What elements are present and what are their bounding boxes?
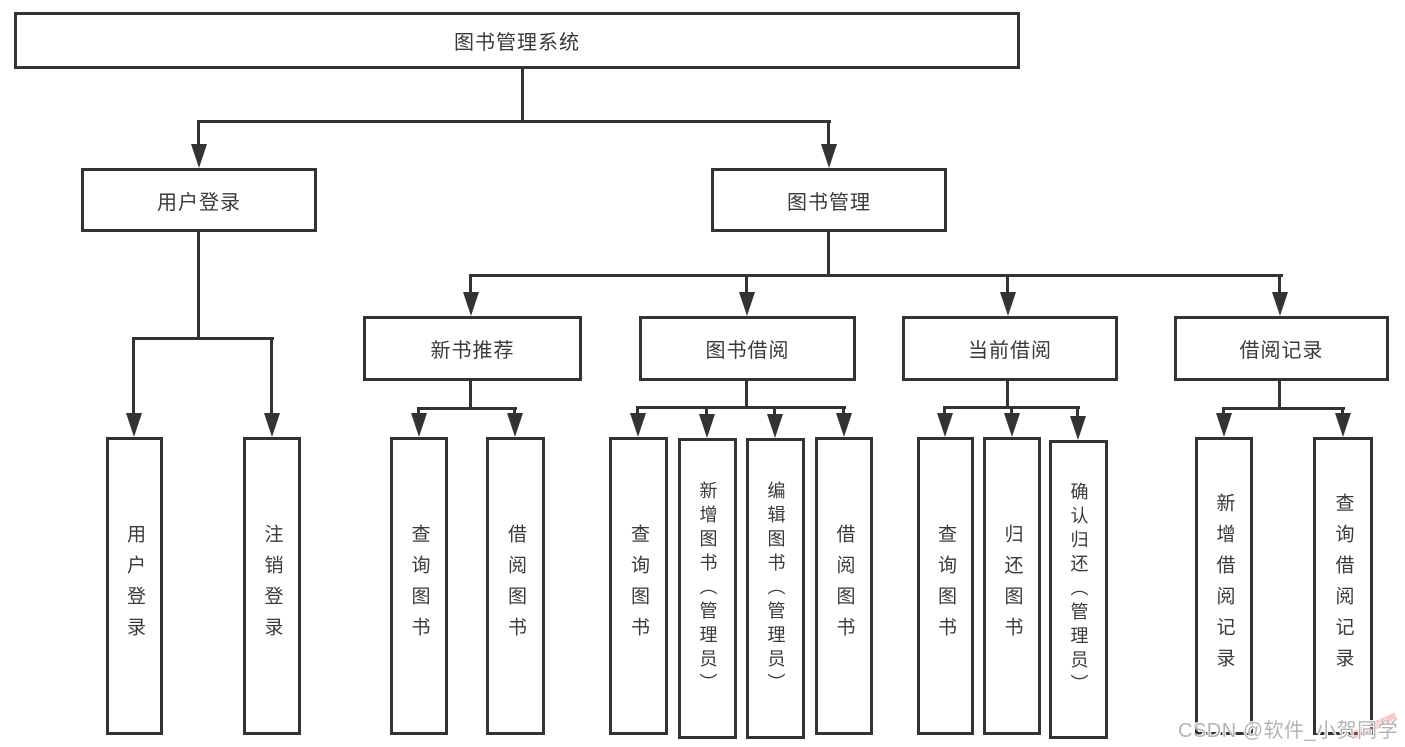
leaf-confirm-return-admin-label: 确认归还（管理员） (1068, 481, 1089, 698)
arrow-to-query-borrow-record (1335, 407, 1351, 437)
leaf-query-books-2-label: 查询图书 (628, 524, 649, 648)
connector-user-login-stub (197, 232, 200, 340)
node-book-management: 图书管理 (711, 168, 947, 232)
leaf-user-login: 用户登录 (106, 437, 163, 735)
arrow-to-query-books-3 (937, 406, 953, 437)
leaf-logout-label: 注销登录 (261, 524, 283, 648)
arrow-to-add-book-admin (699, 406, 715, 438)
connector-new-book-rail (417, 407, 517, 410)
leaf-edit-book-admin-label: 编辑图书（管理员） (765, 480, 786, 697)
node-root-system: 图书管理系统 (14, 12, 1020, 69)
arrow-to-borrowing-records (1272, 274, 1288, 316)
arrow-to-query-books-1 (411, 407, 427, 437)
node-new-book-recommend-label: 新书推荐 (430, 340, 515, 362)
arrow-to-user-login (191, 120, 207, 168)
node-current-borrowing-label: 当前借阅 (968, 340, 1052, 362)
leaf-edit-book-admin: 编辑图书（管理员） (746, 438, 805, 739)
arrow-to-leaf-logout (264, 337, 280, 437)
connector-borrow-record-rail (1222, 407, 1345, 410)
node-root-label: 图书管理系统 (454, 32, 580, 54)
arrow-to-leaf-user-login (126, 337, 142, 437)
leaf-return-book-label: 归还图书 (1001, 524, 1023, 648)
leaf-add-book-admin: 新增图书（管理员） (678, 438, 737, 739)
leaf-query-books-1: 查询图书 (390, 437, 448, 735)
leaf-add-book-admin-label: 新增图书（管理员） (697, 480, 718, 697)
connector-level3-rail (469, 274, 1283, 277)
arrow-to-add-borrow-record (1216, 407, 1232, 437)
arrow-to-new-book-recommend (463, 274, 479, 316)
leaf-user-login-label: 用户登录 (124, 524, 145, 648)
node-book-management-label: 图书管理 (787, 191, 871, 214)
node-current-borrowing: 当前借阅 (902, 316, 1118, 381)
leaf-borrow-books-2: 借阅图书 (815, 437, 873, 735)
leaf-borrow-books-1-label: 借阅图书 (505, 524, 526, 648)
leaf-query-borrow-record: 查询借阅记录 (1313, 437, 1373, 735)
leaf-logout: 注销登录 (243, 437, 301, 735)
node-borrowing-records-label: 借阅记录 (1239, 340, 1324, 362)
arrow-to-query-books-2 (630, 406, 646, 437)
leaf-return-book: 归还图书 (983, 437, 1041, 735)
leaf-borrow-books-2-label: 借阅图书 (833, 524, 855, 648)
watermark: CSDN @软件_小贺同学 (1178, 720, 1399, 742)
arrow-to-book-borrowing (739, 274, 755, 316)
connector-user-login-rail (132, 337, 274, 340)
arrow-to-return-book (1004, 406, 1020, 437)
leaf-borrow-books-1: 借阅图书 (486, 437, 545, 735)
connector-borrow-record-stub (1278, 381, 1281, 410)
node-book-borrowing-label: 图书借阅 (705, 340, 790, 362)
node-user-login-label: 用户登录 (157, 191, 241, 214)
node-borrowing-records: 借阅记录 (1174, 316, 1389, 381)
arrow-to-current-borrowing (1000, 274, 1016, 316)
node-user-login: 用户登录 (81, 168, 317, 232)
connector-book-borrow-rail (636, 406, 846, 409)
leaf-add-borrow-record-label: 新增借阅记录 (1213, 493, 1235, 679)
arrow-to-borrow-books-1 (507, 407, 523, 437)
connector-level2-rail (197, 120, 831, 123)
connector-root-stub (521, 68, 524, 123)
leaf-query-books-1-label: 查询图书 (408, 524, 430, 648)
leaf-query-books-2: 查询图书 (609, 437, 668, 735)
arrow-to-book-management (821, 120, 837, 168)
arrow-to-edit-book-admin (767, 406, 783, 438)
node-book-borrowing: 图书借阅 (639, 316, 856, 381)
arrow-to-borrow-books-2 (836, 406, 852, 437)
leaf-query-borrow-record-label: 查询借阅记录 (1332, 493, 1354, 679)
leaf-add-borrow-record: 新增借阅记录 (1195, 437, 1253, 735)
arrow-to-confirm-return-admin (1070, 406, 1086, 440)
connector-new-book-stub (469, 381, 472, 410)
node-new-book-recommend: 新书推荐 (363, 316, 582, 381)
connector-book-borrow-stub (745, 381, 748, 409)
connector-current-borrow-stub (1006, 381, 1009, 409)
leaf-query-books-3-label: 查询图书 (935, 524, 956, 648)
leaf-query-books-3: 查询图书 (917, 437, 974, 735)
leaf-confirm-return-admin: 确认归还（管理员） (1049, 440, 1108, 739)
connector-book-mgmt-stub (827, 232, 830, 277)
